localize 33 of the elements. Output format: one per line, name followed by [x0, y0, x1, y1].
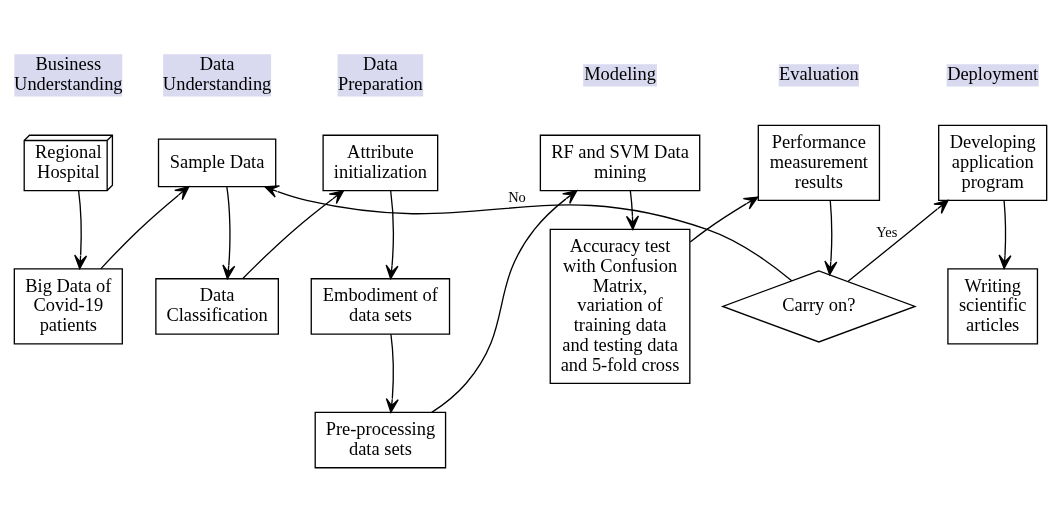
label: Deployment — [947, 63, 1039, 84]
arrow — [385, 333, 399, 413]
node-box: Attribute initialization — [322, 134, 439, 191]
arrow — [385, 189, 399, 279]
node-box: Embodiment of data sets — [310, 277, 451, 335]
label: Modeling — [584, 63, 656, 84]
arrow — [847, 199, 949, 282]
arrow — [625, 189, 640, 230]
label: Data Understanding — [162, 53, 272, 94]
arrow — [241, 189, 345, 279]
arrow — [222, 185, 236, 279]
node-box: Developing application program — [938, 124, 1048, 201]
arrow — [264, 184, 793, 281]
node-box: Pre-processing data sets — [314, 411, 447, 468]
node-box: Performance measurement results — [757, 124, 881, 201]
node-diamond: Carry on? — [720, 269, 917, 343]
arrow — [74, 189, 88, 269]
node-box: Sample Data — [157, 138, 277, 187]
label: Evaluation — [778, 63, 859, 84]
node-box: RF and SVM Data mining — [539, 134, 701, 191]
arrow — [431, 189, 578, 413]
arrow — [824, 199, 838, 275]
node-box: Accuracy test with Confusion Matrix, variation of training data and testing data and 5-fold cross — [549, 228, 691, 384]
arrow — [100, 185, 190, 269]
edge-label: Yes — [876, 223, 898, 240]
edge-label: No — [508, 188, 526, 205]
label: Business Understanding — [14, 53, 123, 94]
node-box: Big Data of Covid-19 patients — [13, 267, 123, 345]
arrow — [689, 195, 759, 243]
label: Data Preparation — [337, 53, 423, 94]
arrow — [998, 199, 1012, 269]
node-box: Writing scientific articles — [947, 267, 1039, 345]
node-box: Data Classification — [155, 277, 279, 335]
